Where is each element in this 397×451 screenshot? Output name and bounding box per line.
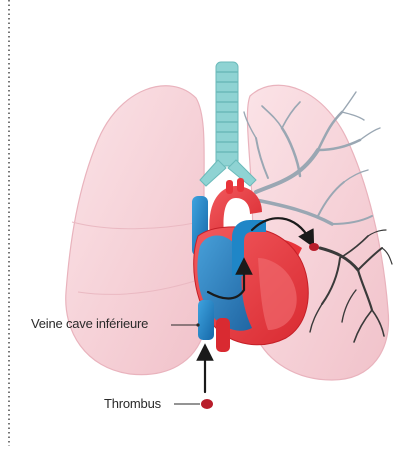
label-thrombus: Thrombus [104,396,161,411]
lung-embolus [309,243,319,251]
label-vena-cava: Veine cave inférieure [31,316,148,331]
thrombus-clot [201,399,213,409]
left-lung [66,86,204,375]
